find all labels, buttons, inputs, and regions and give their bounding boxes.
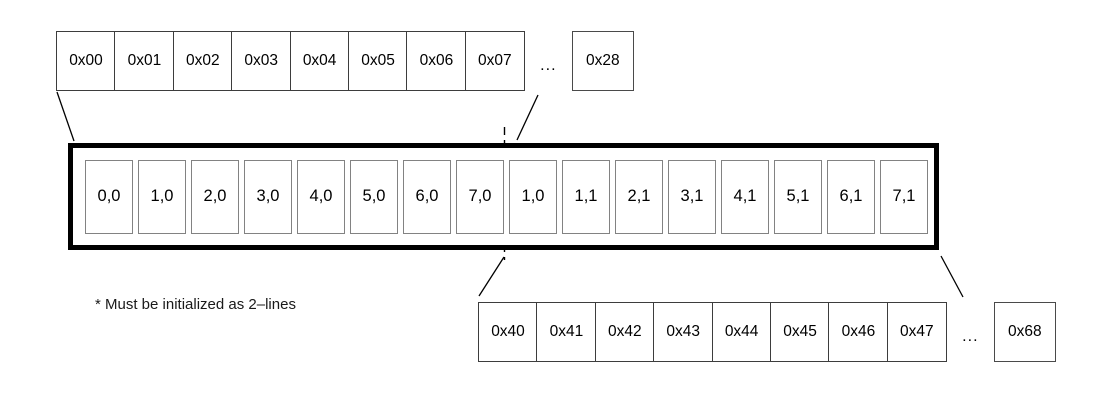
address-cell: 0x01 bbox=[114, 31, 175, 91]
address-cell: 0x68 bbox=[993, 302, 1056, 362]
buffer-cell: 2,0 bbox=[191, 159, 239, 234]
address-cell: 0x47 bbox=[886, 302, 947, 362]
buffer-cell: 5,0 bbox=[350, 159, 398, 234]
address-cell: 0x05 bbox=[348, 31, 409, 91]
connector-top-left bbox=[56, 91, 75, 142]
buffer-cell: 1,0 bbox=[138, 159, 186, 234]
buffer-cell: 3,1 bbox=[668, 159, 716, 234]
buffer-cell: 2,1 bbox=[615, 159, 663, 234]
address-cell: 0x46 bbox=[828, 302, 889, 362]
address-cell: 0x02 bbox=[172, 31, 233, 91]
buffer-cell: 4,1 bbox=[721, 159, 769, 234]
address-cell: 0x41 bbox=[536, 302, 597, 362]
address-row-bottom: 0x40 0x41 0x42 0x43 0x44 0x45 0x46 0x47 … bbox=[478, 302, 1056, 362]
connector-bottom-left bbox=[478, 256, 505, 297]
address-cell: 0x45 bbox=[770, 302, 831, 362]
address-cell: 0x03 bbox=[231, 31, 292, 91]
buffer-cell: 1,0 bbox=[509, 159, 557, 234]
address-row-top: 0x00 0x01 0x02 0x03 0x04 0x05 0x06 0x07 … bbox=[56, 31, 634, 91]
buffer-cell: 6,0 bbox=[403, 159, 451, 234]
buffer-cell: 6,1 bbox=[827, 159, 875, 234]
buffer-cell: 5,1 bbox=[774, 159, 822, 234]
buffer-cell: 7,0 bbox=[456, 159, 504, 234]
buffer-cell: 4,0 bbox=[297, 159, 345, 234]
address-cell: 0x07 bbox=[464, 31, 525, 91]
address-cell: 0x04 bbox=[289, 31, 350, 91]
connector-bottom-right bbox=[940, 255, 964, 298]
address-cell: 0x00 bbox=[56, 31, 116, 91]
address-cell: 0x28 bbox=[571, 31, 634, 91]
address-cell: 0x40 bbox=[478, 302, 538, 362]
note-initialized-2-lines: * Must be initialized as 2–lines bbox=[95, 296, 296, 313]
buffer-cell: 3,0 bbox=[244, 159, 292, 234]
ellipsis: ... bbox=[962, 328, 979, 345]
connector-top-right bbox=[516, 94, 539, 141]
address-cell: 0x42 bbox=[594, 302, 655, 362]
buffer-cell: 7,1 bbox=[880, 159, 928, 234]
buffer-cell: 1,1 bbox=[562, 159, 610, 234]
address-cell: 0x44 bbox=[711, 302, 772, 362]
address-cell: 0x43 bbox=[653, 302, 714, 362]
address-cell: 0x06 bbox=[406, 31, 467, 91]
ellipsis: ... bbox=[540, 57, 557, 74]
two-line-buffer-box: 0,0 1,0 2,0 3,0 4,0 5,0 6,0 7,0 1,0 1,1 … bbox=[68, 143, 939, 250]
buffer-cell: 0,0 bbox=[85, 159, 133, 234]
